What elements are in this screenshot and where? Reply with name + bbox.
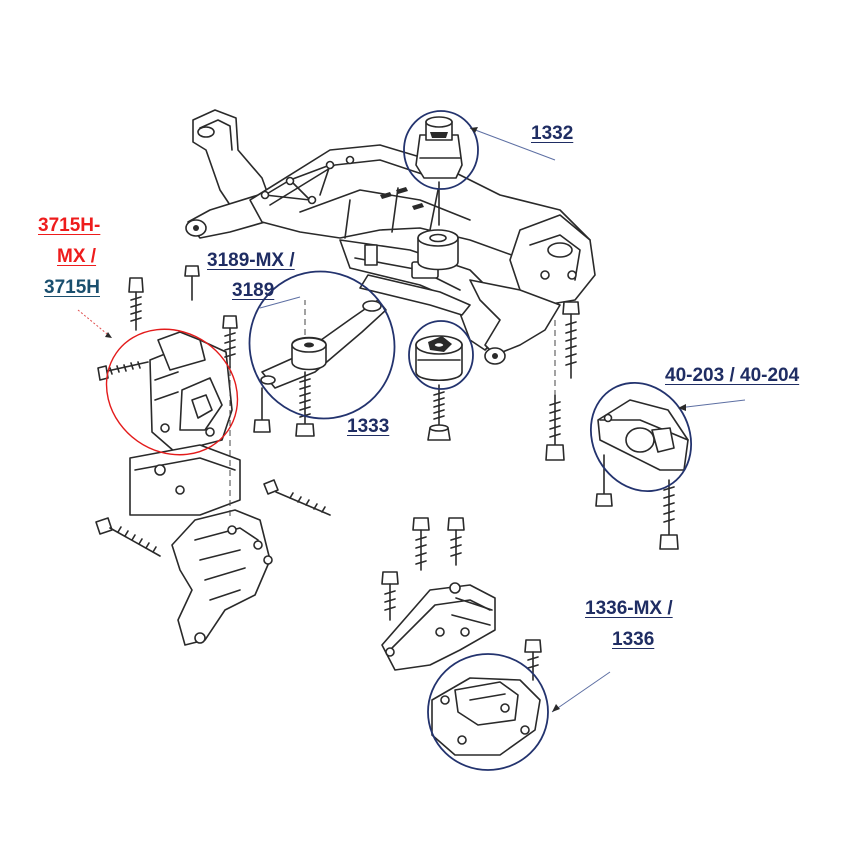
leader-40-203 [677, 399, 746, 409]
mount-1336-drawing [381, 517, 542, 756]
mount-1332-drawing [415, 116, 463, 226]
label-1336-mx-line1: 1336-MX / [585, 598, 673, 619]
torque-rod-3189-drawing [253, 299, 387, 437]
label-1333: 1333 [347, 416, 390, 437]
highlight-ring-3715h [105, 328, 239, 456]
highlight-ring-1333 [408, 320, 474, 390]
mount-1333-drawing [415, 335, 463, 441]
label-3715h-mx-line2: MX / [57, 246, 97, 267]
highlight-ring-1336 [427, 653, 549, 771]
label-3715h: 3715H [44, 277, 100, 298]
label-3715h-mx-line1: 3715H- [38, 215, 101, 236]
leader-1336 [551, 671, 611, 713]
front-subframe [185, 109, 596, 365]
highlight-ring-1332 [403, 110, 479, 190]
label-1332: 1332 [531, 123, 574, 144]
highlight-ring-40-203 [589, 381, 693, 493]
label-3189-mx-line1: 3189-MX / [207, 250, 295, 271]
leader-3189 [259, 296, 301, 309]
leader-1332 [469, 127, 556, 161]
mount-3715h-drawing [97, 265, 238, 453]
label-40-203-40-204: 40-203 / 40-204 [665, 365, 800, 386]
mount-40-203-drawing [545, 301, 689, 550]
highlight-ring-3189 [248, 270, 396, 420]
label-1336: 1336 [612, 629, 655, 650]
leader-3715h [77, 309, 113, 339]
label-3189: 3189 [232, 280, 275, 301]
engine-bracket-drawing [95, 330, 331, 646]
